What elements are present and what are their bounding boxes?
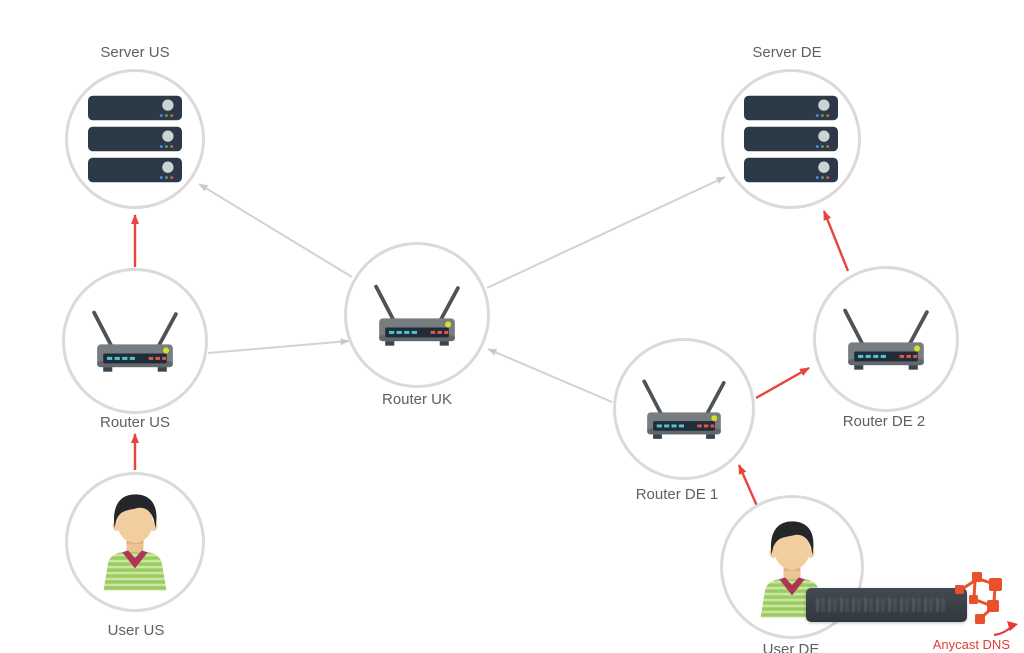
node-router-us: [62, 268, 208, 414]
edge-router-uk-to-server-de: [486, 176, 726, 289]
network-nodes-icon: [955, 572, 1002, 624]
node-label-server-us: Server US: [100, 44, 170, 61]
node-label-router-us: Router US: [99, 414, 171, 431]
node-router-uk: [344, 242, 490, 388]
router-icon: [843, 308, 929, 370]
node-router-de-2: [813, 266, 959, 412]
edge-user-de-to-router-de-1: [737, 464, 759, 507]
node-label-user-us: User US: [107, 622, 165, 639]
node-user-us: [65, 472, 205, 612]
edge-router-de-2-to-server-de: [822, 210, 850, 272]
edge-router-de-1-to-router-de-2: [755, 366, 810, 400]
edge-router-us-to-router-uk: [207, 338, 350, 354]
watermark-logo-text-blur: [816, 598, 947, 612]
node-label-router-de-2: Router DE 2: [842, 413, 926, 430]
node-label-user-de: User DE: [762, 641, 820, 653]
node-label-server-de: Server DE: [752, 44, 822, 61]
node-router-de-1: [613, 338, 755, 480]
server-icon: [744, 95, 838, 183]
edge-router-de-1-to-router-uk: [487, 348, 613, 403]
node-label-router-de-1: Router DE 1: [635, 486, 719, 503]
router-icon: [374, 284, 460, 346]
node-server-de: [721, 69, 861, 209]
server-icon: [88, 95, 182, 183]
watermark-caption: Anycast DNS: [932, 637, 1010, 652]
edge-router-uk-to-server-us: [198, 183, 353, 278]
user-avatar-icon: [103, 494, 167, 591]
watermark-logo-bar: [806, 588, 967, 622]
node-server-us: [65, 69, 205, 209]
swoosh-arrow-icon: [993, 621, 1018, 637]
node-label-router-uk: Router UK: [381, 391, 453, 408]
router-icon: [642, 379, 726, 439]
router-icon: [92, 310, 178, 372]
